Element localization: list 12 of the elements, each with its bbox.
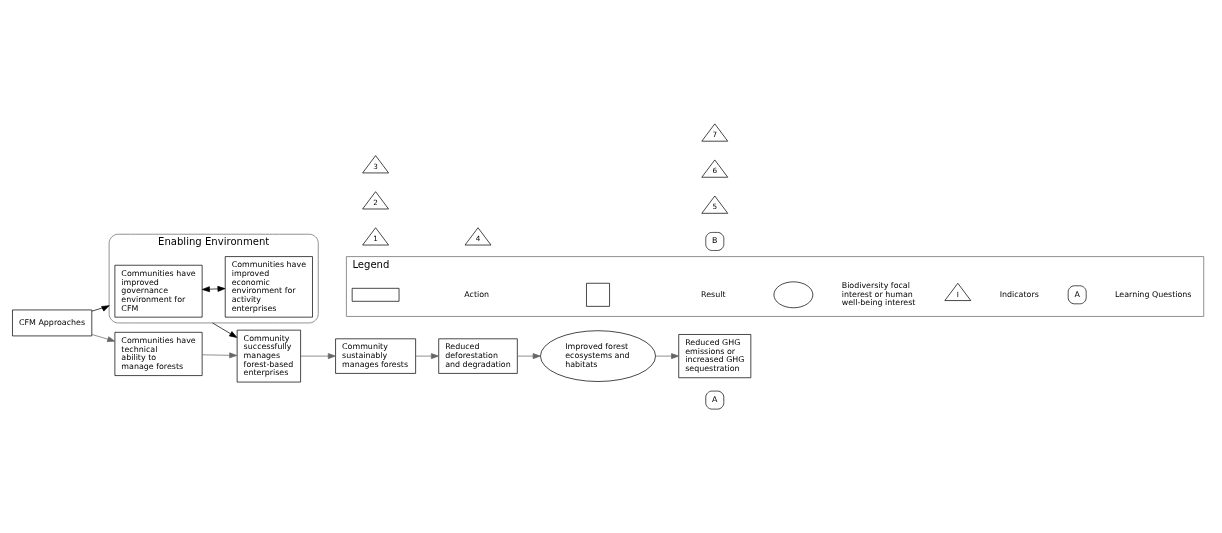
node-ellipse <box>773 281 814 309</box>
node-box <box>586 282 610 307</box>
node-box <box>351 287 400 302</box>
arrow <box>91 305 110 312</box>
arrow <box>517 353 541 359</box>
arrow <box>212 322 238 338</box>
arrow <box>415 353 439 359</box>
arrow <box>201 286 226 293</box>
arrow <box>300 353 336 359</box>
arrow <box>201 352 238 359</box>
arrow <box>655 353 680 359</box>
arrow <box>91 334 116 342</box>
